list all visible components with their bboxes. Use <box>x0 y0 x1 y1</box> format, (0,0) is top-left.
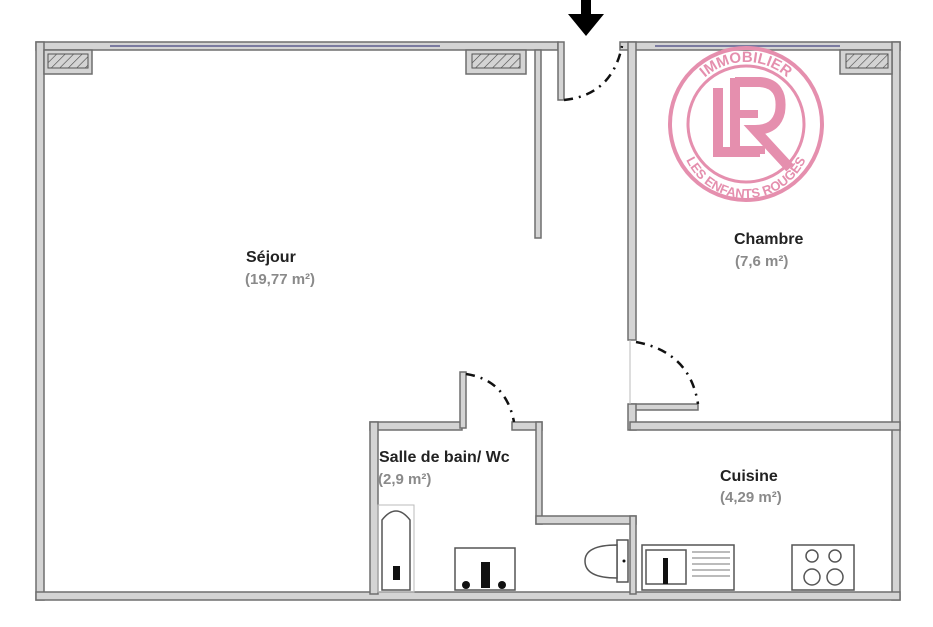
ducts <box>43 49 893 75</box>
room-name-cuisine: Cuisine <box>720 468 778 485</box>
room-area-bathroom: (2,9 m²) <box>378 471 432 488</box>
room-name-sejour: Séjour <box>246 249 296 266</box>
arrow-down-icon <box>568 0 604 36</box>
room-name-bathroom: Salle de bain/ Wc <box>379 449 510 466</box>
doors <box>465 45 700 423</box>
room-area-chambre: (7,6 m²) <box>735 253 789 270</box>
svg-text:IMMOBILIER: IMMOBILIER <box>696 49 795 81</box>
interior-walls <box>369 41 901 595</box>
kitchen-sink <box>641 544 735 591</box>
bathtub <box>377 504 415 593</box>
bathroom-sink <box>454 547 516 591</box>
room-area-sejour: (19,77 m²) <box>245 271 316 288</box>
room-area-cuisine: (4,29 m²) <box>720 489 782 506</box>
room-name-chambre: Chambre <box>734 231 804 248</box>
cooktop <box>791 544 855 591</box>
agency-logo: IMMOBILIER LES ENFANTS ROUGES <box>668 46 824 202</box>
toilet <box>584 539 629 583</box>
